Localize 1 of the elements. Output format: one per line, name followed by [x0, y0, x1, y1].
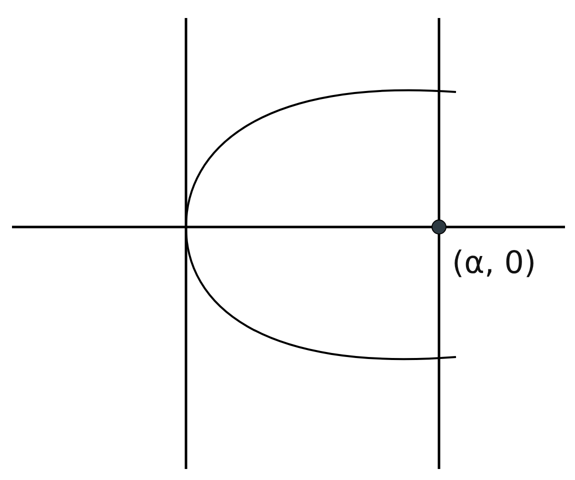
point-label: (α, 0)	[452, 248, 536, 279]
